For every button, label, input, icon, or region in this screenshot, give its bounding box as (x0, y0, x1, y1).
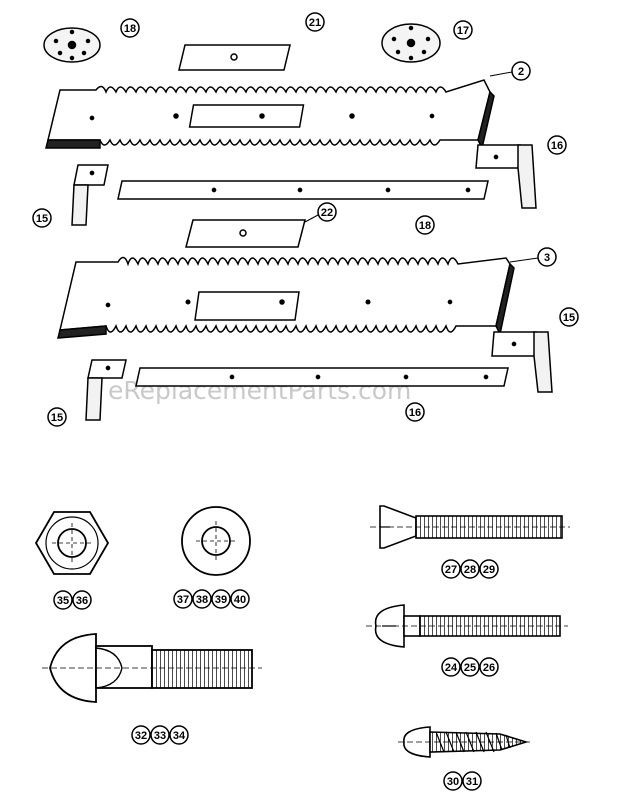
callout-upper-bar: 18 (415, 215, 435, 235)
svg-text:28: 28 (464, 564, 476, 576)
callout-washer: 37 38 39 40 (173, 589, 250, 609)
callout-lower-left-bracket: 15 (47, 407, 67, 427)
callout-upper-template: 2 (489, 61, 531, 81)
flat-head-screw (370, 505, 570, 549)
callout-hex-nut: 35 36 (53, 590, 92, 610)
carriage-bolt (42, 633, 262, 703)
svg-text:31: 31 (466, 776, 478, 788)
svg-text:15: 15 (51, 412, 63, 424)
svg-text:24: 24 (445, 662, 458, 674)
svg-text:16: 16 (551, 140, 563, 152)
bar-upper (117, 180, 489, 200)
flat-plate-top (178, 44, 291, 71)
bracket-upper-left (71, 164, 109, 226)
tapping-screw (398, 726, 530, 758)
svg-text:27: 27 (445, 564, 457, 576)
callout-upper-left-bracket: 15 (32, 208, 52, 228)
svg-text:34: 34 (173, 730, 186, 742)
callout-lower-template: 3 (509, 247, 557, 267)
callout-middle-plate: 22 (304, 202, 337, 223)
callout-lower-right-bracket: 15 (559, 307, 579, 327)
callout-upper-right-bracket: 16 (547, 135, 567, 155)
svg-text:40: 40 (234, 594, 246, 606)
svg-text:17: 17 (457, 25, 469, 37)
round-plate-right (381, 23, 441, 63)
svg-text:18: 18 (124, 23, 136, 35)
svg-text:29: 29 (483, 564, 495, 576)
template-upper (45, 79, 495, 151)
svg-text:38: 38 (196, 594, 208, 606)
svg-text:2: 2 (518, 66, 524, 78)
hex-nut (34, 511, 110, 575)
svg-text:26: 26 (483, 662, 495, 674)
bar-lower (135, 367, 509, 387)
svg-text:22: 22 (321, 207, 333, 219)
svg-text:30: 30 (447, 776, 459, 788)
svg-text:37: 37 (177, 594, 189, 606)
svg-text:33: 33 (154, 730, 166, 742)
svg-text:25: 25 (464, 662, 476, 674)
callout-carriage-bolt: 32 33 34 (131, 725, 189, 745)
pan-head-screw (366, 604, 568, 648)
callout-flat-head-screw: 27 28 29 (441, 559, 499, 579)
template-lower (57, 256, 515, 339)
svg-text:18: 18 (419, 220, 431, 232)
svg-text:39: 39 (215, 594, 227, 606)
callout-lower-bar: 16 (405, 402, 425, 422)
svg-text:32: 32 (135, 730, 147, 742)
svg-text:21: 21 (309, 17, 321, 29)
callout-top-right-plate: 17 (453, 20, 473, 40)
svg-text:3: 3 (544, 252, 550, 264)
bracket-lower-left (85, 359, 127, 421)
callout-pan-head-screw: 24 25 26 (441, 657, 499, 677)
callout-top-left-plate: 18 (120, 18, 140, 38)
bracket-upper-right (475, 144, 537, 209)
flat-plate-middle (185, 219, 306, 248)
callout-tapping-screw: 30 31 (443, 771, 482, 791)
svg-text:36: 36 (76, 595, 88, 607)
round-plate-left (43, 27, 101, 63)
callout-top-center-plate: 21 (305, 12, 325, 32)
svg-text:35: 35 (57, 595, 69, 607)
svg-text:15: 15 (36, 213, 48, 225)
svg-text:15: 15 (563, 312, 575, 324)
svg-text:16: 16 (409, 407, 421, 419)
bracket-lower-right (491, 331, 553, 393)
washer (181, 506, 251, 576)
